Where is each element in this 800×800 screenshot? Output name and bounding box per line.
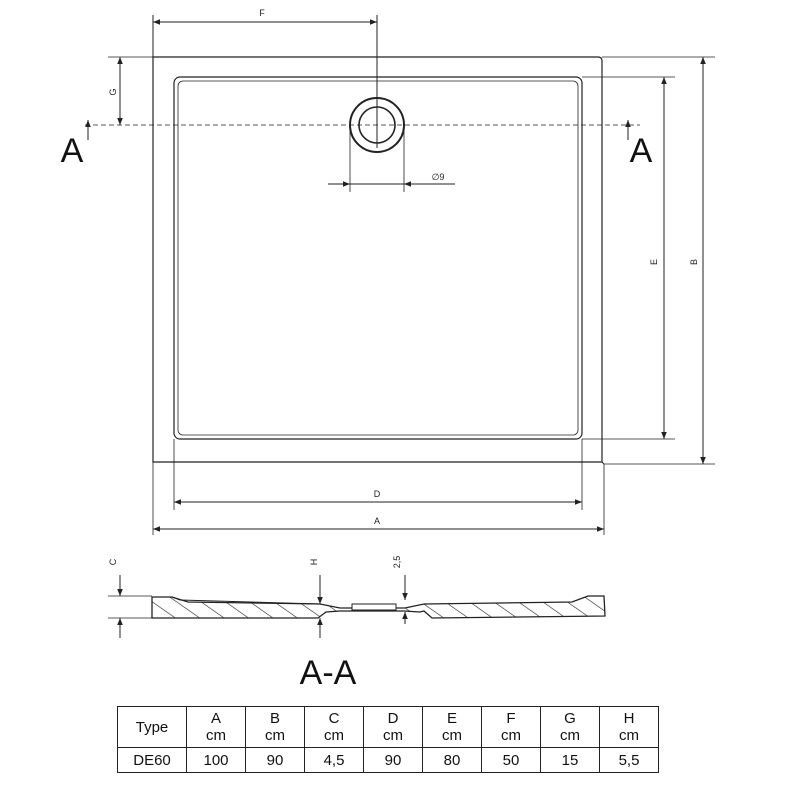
dim-label-g: G [108, 88, 118, 95]
section-view [151, 595, 606, 619]
tray-inner-rim [177, 80, 579, 436]
header-label: Type [135, 718, 169, 736]
header-label: E [446, 710, 457, 727]
header-label: A [210, 710, 221, 727]
dim-label-b: B [689, 259, 699, 265]
table-cell-f: 50 [481, 747, 541, 773]
header-unit: cm [383, 727, 403, 744]
table-cell-type: DE60 [117, 747, 187, 773]
header-label: C [328, 710, 340, 727]
header-unit: cm [560, 727, 580, 744]
table-cell-d: 90 [363, 747, 423, 773]
header-label: H [623, 710, 635, 727]
header-unit: cm [265, 727, 285, 744]
header-label: D [387, 710, 399, 727]
header-label: B [269, 710, 280, 727]
technical-drawing: F G E B D A ∅9 A A C H 2,5 A-A [61, 8, 715, 692]
section-top-surface [152, 596, 321, 605]
table-cell-a: 100 [186, 747, 246, 773]
section-title: A-A [300, 654, 357, 692]
header-unit: cm [619, 727, 639, 744]
table-cell-g: 15 [540, 747, 600, 773]
table-header-type: Type [117, 706, 187, 748]
section-marker-left: A [61, 132, 84, 170]
drain-cutout [351, 603, 397, 611]
tray-outer-shadow [601, 461, 605, 465]
plan-view [85, 15, 715, 535]
tray-outer-outline [152, 56, 603, 463]
section-marker-right: A [630, 132, 653, 170]
header-label: F [506, 710, 516, 727]
table-cell-h: 5,5 [599, 747, 659, 773]
dim-label-drain: ∅9 [432, 172, 445, 182]
table-cell-e: 80 [422, 747, 482, 773]
header-unit: cm [501, 727, 521, 744]
dim-label-slope: 2,5 [392, 556, 402, 569]
table-cell-c: 4,5 [304, 747, 364, 773]
dim-label-e: E [649, 259, 659, 265]
header-unit: cm [206, 727, 226, 744]
dim-label-d: D [374, 489, 381, 499]
section-profile-hatched [151, 595, 606, 619]
header-unit: cm [324, 727, 344, 744]
header-unit: cm [442, 727, 462, 744]
header-label: G [564, 710, 576, 727]
dim-label-h: H [309, 559, 319, 566]
tray-inner-outline [173, 76, 583, 440]
dim-label-f: F [259, 8, 265, 18]
table-row: DE60 100 90 4,5 90 80 50 15 5,5 [117, 747, 659, 773]
dim-label-c: C [108, 558, 118, 565]
table-cell-b: 90 [245, 747, 305, 773]
dim-label-a: A [374, 516, 380, 526]
